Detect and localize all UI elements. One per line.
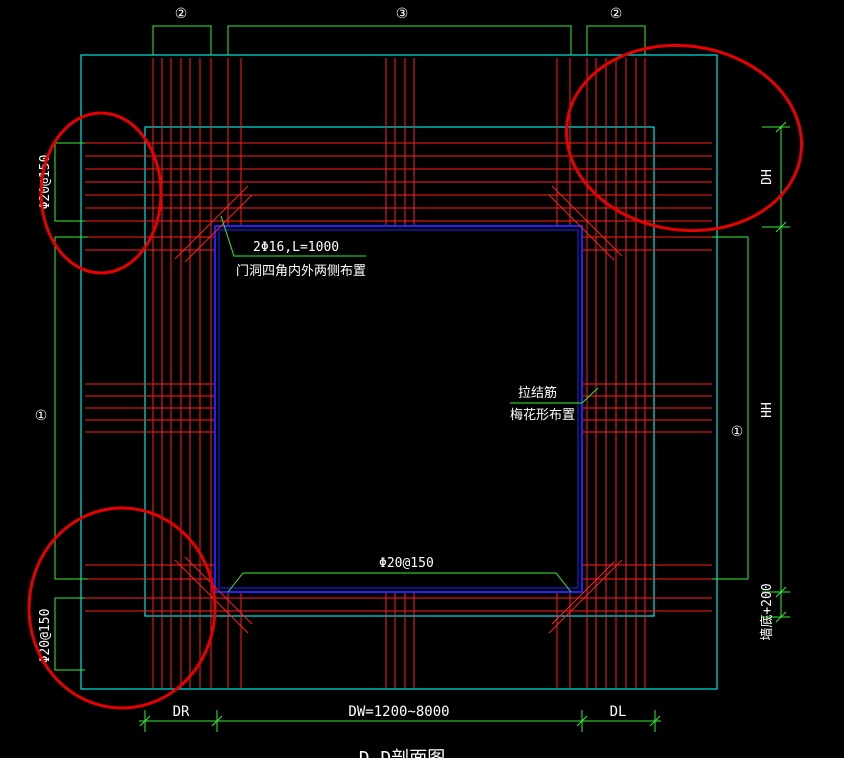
wall-inner-outline [144,126,655,617]
leader-lines [220,215,599,593]
tie-bars-note: 梅花形布置 [510,407,575,423]
corner-bars-label: 2Φ16,L=1000 [253,240,339,255]
highlight-circle-bottom-left [27,506,217,710]
dimension-dw: DW=1200~8000 [348,704,449,720]
top-zone-brackets [152,25,646,55]
dimension-dr: DR [173,704,190,720]
bottom-dimension-line [139,710,661,732]
dimension-dl: DL [610,704,627,720]
dimension-sill: 墙底+200 [759,583,775,640]
drawing-title: D—D剖面图 [359,748,446,758]
highlight-circles [27,43,804,710]
wall-outer-outline [80,54,718,690]
horizontal-rebar-group [85,142,712,612]
right-dimension-lines [712,121,790,623]
highlight-circle-top-left [39,111,163,275]
highlight-circle-top-right [564,43,804,233]
bottom-bars-label: Φ20@150 [379,556,434,571]
left-bottom-bars-label: Φ20@150 [38,609,53,664]
door-opening-inner-outline [218,229,579,589]
zone-label-top-middle: ③ [396,6,409,22]
tie-bars-label: 拉结筋 [518,385,557,401]
dimension-hh: HH [760,402,775,418]
corner-bars-note: 门洞四角内外两侧布置 [236,263,366,279]
door-opening-fill [215,226,582,592]
zone-label-top-right: ② [610,6,623,22]
zone-label-left-middle: ① [35,408,48,424]
door-opening-outline [214,225,583,593]
zone-label-right-middle: ① [731,424,744,440]
corner-diagonal-bars [174,185,623,634]
left-zone-brackets [54,142,88,671]
zone-label-top-left: ② [175,6,188,22]
dimension-dh: DH [760,169,775,185]
